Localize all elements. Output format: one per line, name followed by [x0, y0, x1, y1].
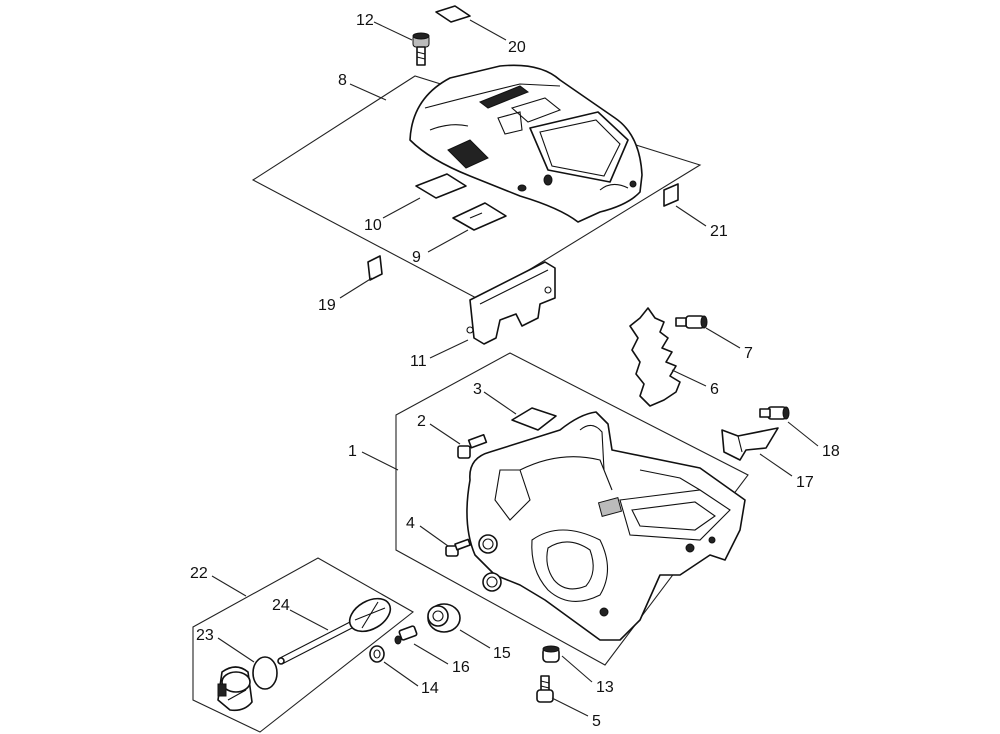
oil-cap-group-plane	[192, 557, 414, 733]
strainer-24	[277, 597, 392, 665]
sticker-3	[511, 407, 557, 431]
callout-23: 23	[196, 627, 214, 644]
bracket-17	[721, 427, 779, 461]
label-9	[452, 202, 507, 231]
bolt-18	[759, 406, 790, 420]
bolt-2	[457, 433, 488, 459]
callout-5: 5	[592, 713, 601, 730]
top-cover-group-plane	[251, 75, 702, 301]
sticker-19	[367, 255, 383, 281]
callout-19: 19	[318, 297, 336, 314]
crankcase-1	[466, 411, 746, 641]
callout-labels: 12 20 8 10 9 21 19 11 7 6 3 2 1 18 17 4 …	[190, 12, 840, 730]
callout-21: 21	[710, 223, 728, 240]
callout-2: 2	[417, 413, 426, 430]
callout-15: 15	[493, 645, 511, 662]
callout-22: 22	[190, 565, 208, 582]
grommet-15	[427, 603, 461, 633]
sticker-21	[663, 183, 679, 207]
callout-1: 1	[348, 443, 357, 460]
callout-7: 7	[744, 345, 753, 362]
callout-6: 6	[710, 381, 719, 398]
washer-14	[369, 645, 385, 663]
callout-24: 24	[272, 597, 290, 614]
callout-16: 16	[452, 659, 470, 676]
callout-12: 12	[356, 12, 374, 29]
leader-lines	[211, 19, 819, 717]
o-ring-23	[252, 656, 278, 690]
screw-5	[536, 675, 554, 703]
plate-11	[466, 261, 556, 345]
callout-11: 11	[410, 353, 427, 370]
sticker-20	[435, 5, 471, 23]
callout-10: 10	[364, 217, 382, 234]
callout-8: 8	[338, 72, 347, 89]
callout-4: 4	[406, 515, 415, 532]
plug-13	[542, 645, 560, 663]
oil-cap-22	[217, 666, 253, 712]
top-cover-8	[409, 64, 643, 223]
screw-12	[412, 32, 430, 66]
callout-17: 17	[796, 474, 814, 491]
callout-14: 14	[421, 680, 439, 697]
nipple-16	[394, 625, 418, 645]
callout-3: 3	[473, 381, 482, 398]
screw-4	[445, 538, 471, 557]
label-10	[415, 173, 467, 199]
callout-20: 20	[508, 39, 526, 56]
callout-18: 18	[822, 443, 840, 460]
bolt-7	[675, 315, 708, 329]
spiked-bumper-6	[629, 307, 681, 407]
callout-13: 13	[596, 679, 614, 696]
callout-9: 9	[412, 249, 421, 266]
